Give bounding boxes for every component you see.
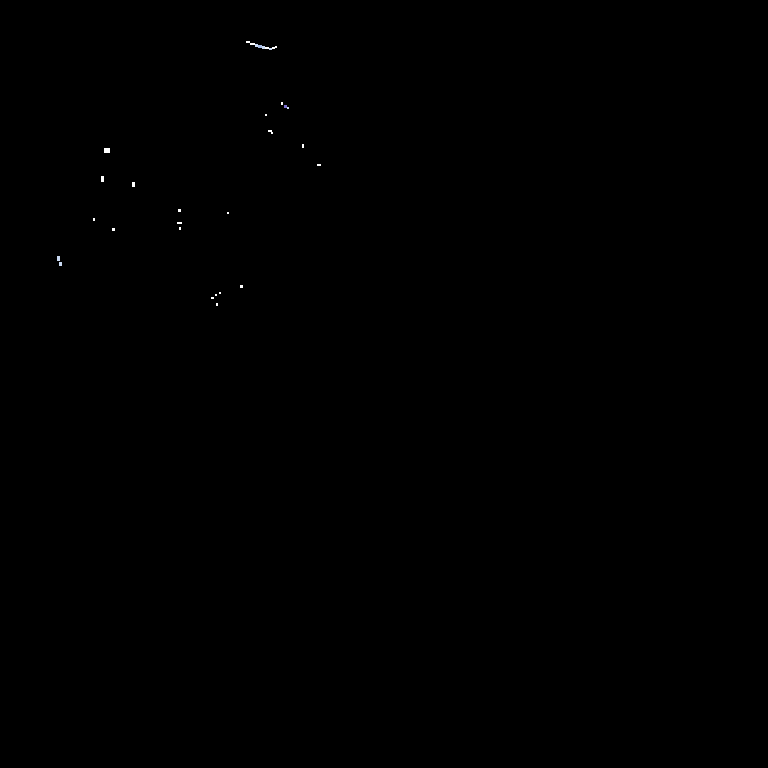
detection-blob bbox=[101, 176, 104, 182]
detection-blob bbox=[240, 285, 243, 288]
detection-blob bbox=[262, 46, 265, 49]
detection-blob bbox=[265, 47, 269, 49]
detection-blob bbox=[216, 303, 218, 306]
detection-blob bbox=[272, 47, 275, 49]
detection-blob bbox=[255, 44, 258, 47]
detection-blob bbox=[246, 41, 250, 43]
detection-blob bbox=[227, 212, 229, 214]
detection-blob bbox=[211, 297, 214, 299]
detection-blob bbox=[179, 227, 181, 230]
detection-blob bbox=[250, 43, 255, 45]
detection-blob bbox=[269, 48, 272, 50]
detection-blob bbox=[215, 294, 217, 296]
detection-blob bbox=[275, 46, 277, 48]
detection-blob bbox=[281, 102, 283, 105]
detection-blob bbox=[302, 144, 304, 148]
detection-blob bbox=[59, 262, 62, 266]
detection-blob bbox=[219, 292, 221, 294]
detection-blob bbox=[177, 222, 182, 224]
detection-blob bbox=[112, 228, 115, 231]
detection-blob bbox=[57, 256, 60, 261]
detection-blob bbox=[132, 182, 135, 187]
detection-blob bbox=[284, 105, 287, 108]
detection-blob bbox=[271, 132, 273, 134]
detection-blob bbox=[317, 164, 321, 166]
detection-blob bbox=[258, 45, 262, 48]
detection-blob bbox=[104, 148, 110, 153]
detection-blob bbox=[265, 114, 267, 116]
detection-blob bbox=[287, 107, 289, 109]
detection-blob bbox=[93, 218, 95, 221]
detection-blob bbox=[268, 130, 272, 132]
detection-blob bbox=[178, 209, 181, 212]
